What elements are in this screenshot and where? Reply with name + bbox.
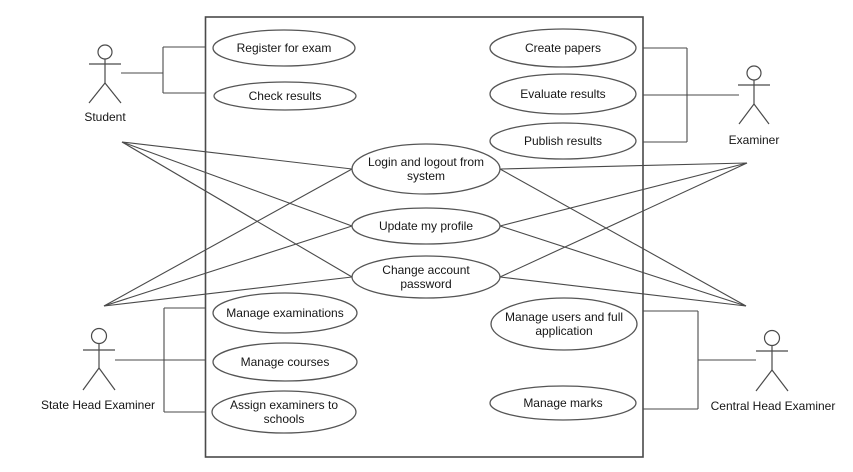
actor-student-label: Student xyxy=(84,110,126,124)
actor-state-head-examiner-figure[interactable] xyxy=(82,327,116,391)
usecase-manage-examinations-label: Manage examinations xyxy=(226,306,344,320)
usecase-update-profile-label: Update my profile xyxy=(378,219,474,233)
usecase-publish-results-shape[interactable] xyxy=(489,122,637,160)
usecase-check-results-shape[interactable] xyxy=(213,81,357,111)
usecase-register-for-exam-label: Register for exam xyxy=(236,41,332,55)
actor-examiner-label: Examiner xyxy=(728,133,780,147)
actor-leg-left[interactable] xyxy=(738,103,755,125)
edge-examiner-update-profile[interactable] xyxy=(499,162,748,227)
actor-leg-left[interactable] xyxy=(755,369,773,392)
usecase-manage-users-label: Manage users and full application xyxy=(504,310,624,338)
edge-central-head-bracket[interactable] xyxy=(643,310,756,410)
usecase-change-password-label: Change account password xyxy=(382,263,470,291)
actor-leg-left[interactable] xyxy=(88,82,106,104)
usecase-login-logout-shape[interactable] xyxy=(351,143,501,195)
edges-examiner-shared-usecases[interactable] xyxy=(499,162,748,278)
usecase-change-password-shape[interactable] xyxy=(351,255,501,299)
actor-leg-right[interactable] xyxy=(753,103,770,125)
edges-student-shared-usecases[interactable] xyxy=(121,141,353,278)
edge-examiner-bracket[interactable] xyxy=(643,47,739,143)
actor-leg-right[interactable] xyxy=(104,82,122,104)
usecase-manage-marks-label: Manage marks xyxy=(523,396,603,410)
edge-student-bracket[interactable] xyxy=(121,46,206,94)
actor-examiner-figure[interactable] xyxy=(738,65,770,125)
edges-state-head-shared-usecases[interactable] xyxy=(103,168,353,307)
edge-central-head-change-password[interactable] xyxy=(499,276,747,307)
edge-state-head-bracket[interactable] xyxy=(115,307,206,413)
edge-student-login[interactable] xyxy=(121,141,353,170)
usecase-assign-examiners-shape[interactable] xyxy=(211,390,357,434)
edge-central-head-update-profile[interactable] xyxy=(499,225,747,307)
usecase-manage-courses-shape[interactable] xyxy=(212,342,358,382)
actor-head[interactable] xyxy=(97,44,113,60)
edge-student-change-password[interactable] xyxy=(121,141,353,278)
usecase-manage-courses-label: Manage courses xyxy=(240,355,330,369)
actor-head[interactable] xyxy=(90,327,108,345)
actor-leg-right[interactable] xyxy=(771,369,789,392)
edges-central-head-shared-usecases[interactable] xyxy=(499,168,747,307)
edge-state-head-change-password[interactable] xyxy=(103,276,353,307)
usecase-manage-users-shape[interactable] xyxy=(490,297,638,351)
edge-student-update-profile[interactable] xyxy=(121,141,353,227)
edge-state-head-update-profile[interactable] xyxy=(103,225,353,307)
usecase-evaluate-results-label: Evaluate results xyxy=(520,87,606,101)
actor-central-head-examiner-figure[interactable] xyxy=(755,329,789,392)
edge-central-head-login[interactable] xyxy=(499,168,747,307)
actor-head[interactable] xyxy=(763,329,781,347)
usecase-manage-marks-shape[interactable] xyxy=(489,385,637,421)
usecase-create-papers-label: Create papers xyxy=(524,41,602,55)
edge-state-head-login[interactable] xyxy=(103,168,353,307)
usecase-login-logout-label: Login and logout from system xyxy=(367,155,485,183)
edge-examiner-change-password[interactable] xyxy=(499,162,748,278)
actor-head[interactable] xyxy=(746,65,762,81)
usecase-manage-examinations-shape[interactable] xyxy=(212,292,358,334)
usecase-register-for-exam-shape[interactable] xyxy=(212,29,356,67)
actor-leg-left[interactable] xyxy=(82,367,100,391)
usecase-publish-results-label: Publish results xyxy=(523,134,603,148)
edge-examiner-login[interactable] xyxy=(499,162,748,170)
actor-state-head-examiner-label: State Head Examiner xyxy=(40,398,156,412)
actor-student-figure[interactable] xyxy=(88,44,122,104)
actor-leg-right[interactable] xyxy=(98,367,116,391)
usecase-update-profile-shape[interactable] xyxy=(351,207,501,245)
usecase-create-papers-shape[interactable] xyxy=(489,28,637,68)
actor-central-head-examiner-label: Central Head Examiner xyxy=(710,399,836,413)
usecase-evaluate-results-shape[interactable] xyxy=(489,73,637,115)
usecase-assign-examiners-label: Assign examiners to schools xyxy=(229,398,339,426)
usecase-check-results-label: Check results xyxy=(248,89,322,103)
